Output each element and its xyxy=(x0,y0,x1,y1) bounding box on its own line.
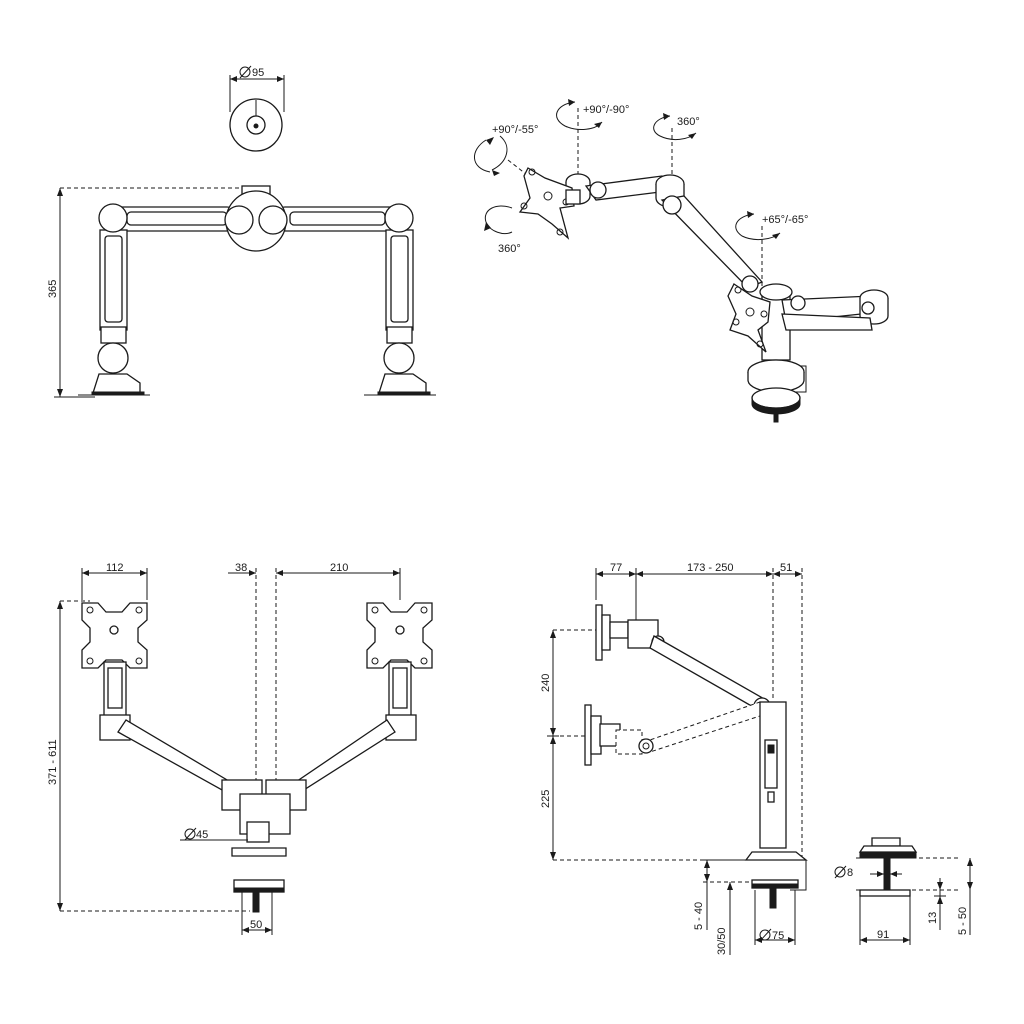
lower-height-label: 225 xyxy=(540,790,552,808)
lower-vesa-plate xyxy=(727,283,771,353)
head-offset-label: 77 xyxy=(610,562,622,574)
top-view: 112 38 210 371 - 611 xyxy=(47,562,433,935)
swivel-label: +65°/-65° xyxy=(762,214,808,226)
height-label: 365 xyxy=(47,280,59,298)
top-rotation-label: 360° xyxy=(677,116,700,128)
top-rotation: 360° xyxy=(653,113,700,141)
clamp-width-label: 50 xyxy=(250,919,262,931)
tilt-label: +90°/-55° xyxy=(492,124,538,136)
upper-height-label: 240 xyxy=(540,674,552,692)
lower-position xyxy=(584,701,767,766)
bolt-diameter-label: 8 xyxy=(847,867,853,879)
upper-vesa-plate xyxy=(518,167,581,240)
desk-thickness-label: 5 - 40 xyxy=(693,902,705,930)
arm-reach-label: 210 xyxy=(330,562,348,574)
swivel-rotation: +65°/-65° xyxy=(735,211,808,241)
isometric-view: +90°/-55° +90°/-90° 360° 360° +65°/-65° xyxy=(474,99,889,423)
front-view: 95 365 xyxy=(47,65,436,398)
pole-diameter-label: 45 xyxy=(196,829,208,841)
arm-range-label: 173 - 250 xyxy=(687,562,733,574)
side-view: 77 173 - 250 51 240 225 xyxy=(540,562,808,955)
vesa-width-label: 112 xyxy=(106,562,124,574)
desk-range-label: 5 - 50 xyxy=(957,907,969,935)
bolt-length-label: 30/50 xyxy=(716,927,728,955)
head-rotation-label: 360° xyxy=(498,243,521,255)
plate-thickness-label: 13 xyxy=(927,912,939,924)
tilt-rotation: +90°/-55° xyxy=(474,124,538,176)
base-diameter-label: 95 xyxy=(252,67,264,79)
center-offset-label: 38 xyxy=(235,562,247,574)
upper-position xyxy=(595,604,771,715)
lower-arm xyxy=(759,283,889,361)
right-vesa-plate xyxy=(366,602,433,741)
vertical-rotation: +90°/-90° xyxy=(556,99,629,130)
left-vesa-plate xyxy=(81,602,148,741)
plate-width-label: 91 xyxy=(877,929,889,941)
pole-offset-label: 51 xyxy=(780,562,792,574)
grommet-view: 8 91 13 5 - 50 xyxy=(834,837,973,945)
depth-range-label: 371 - 611 xyxy=(47,739,59,785)
head-rotation: 360° xyxy=(484,205,521,255)
iso-clamp xyxy=(747,359,807,423)
clamp-diameter-label: 75 xyxy=(772,930,784,942)
upper-arm xyxy=(565,173,764,293)
vertical-rotation-label: +90°/-90° xyxy=(583,104,629,116)
height-dimension: 365 xyxy=(47,187,245,398)
base-plate-topview: 95 xyxy=(229,65,285,152)
